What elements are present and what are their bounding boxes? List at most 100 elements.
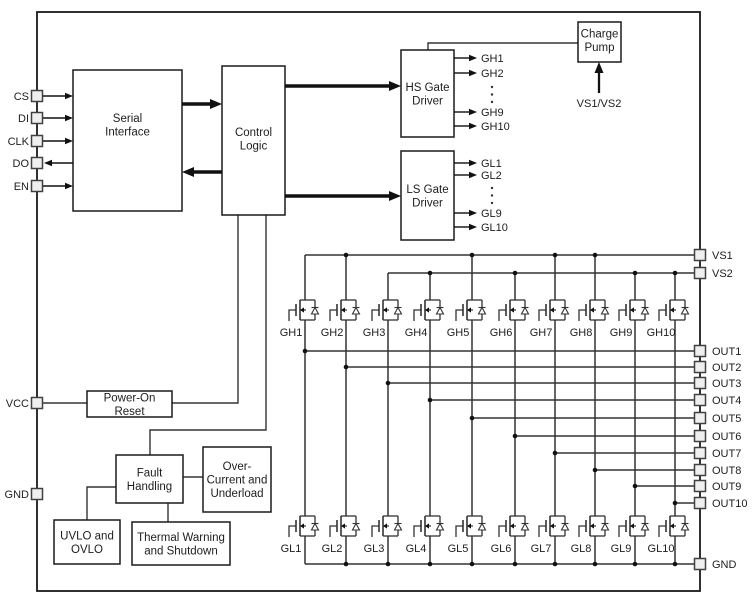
arrow-control-to-serial [182,167,222,177]
fet-label-gl9: GL9 [611,543,632,555]
pin-label-out5: OUT5 [712,413,741,425]
junction-dot [427,397,433,403]
pin-label-di: DI [18,113,29,125]
arrow-en [43,182,73,190]
fet-label-gl4: GL4 [406,543,427,555]
ic-boundary [36,11,701,592]
body-diode [600,522,610,531]
fet-label-gl10: GL10 [648,543,675,555]
fet-gh3: GH3 [363,299,403,339]
wire-por-to-control-logic [172,215,239,404]
body-arrow [670,307,674,313]
junction-dot [552,561,558,567]
body-diode [351,522,361,531]
gate-lead [578,309,586,321]
fet-label-gh1: GH1 [280,327,303,339]
vertical-ellipsis-dot [490,201,494,205]
body-diode [560,306,570,315]
pin-label-out3: OUT3 [712,378,741,390]
arrow-do [44,159,73,167]
wire-fault-to-uvlo [86,486,116,520]
body-diode [435,306,445,315]
pin-label-vcc: VCC [6,398,29,410]
fet-gl2: GL2 [322,515,361,555]
block-box-over-current-underload [202,446,272,513]
junction-dot [592,252,598,258]
body-arrow [300,307,304,313]
junction-dot [672,561,678,567]
fet-gl3: GL3 [364,515,403,555]
pin-clk-left [30,134,44,148]
arrow-driver-output-gl2 [454,171,477,179]
fet-label-gh3: GH3 [363,327,386,339]
gate-lead [658,525,666,537]
junction-dot [552,252,558,258]
arrow-driver-output-gl10 [454,223,477,231]
junction-dot [512,433,518,439]
fet-label-gh2: GH2 [321,327,344,339]
block-box-charge-pump [577,21,622,63]
arrow-control-to-ls-driver [285,191,401,201]
fet-gh9: GH9 [610,299,650,339]
arrow-control-to-hs-driver [285,81,401,91]
body-diode [310,522,320,531]
gate-lead [618,309,626,321]
pin-out5-right [693,411,707,425]
junction-dot [343,252,349,258]
gate-lead [288,525,296,537]
vertical-ellipsis-dot [490,194,494,197]
junction-dot [592,561,598,567]
pin-out3-right [693,376,707,390]
body-diode [640,306,650,315]
pin-vcc-left [30,396,44,410]
fet-gh10: GH10 [647,299,690,339]
body-arrow [670,523,674,529]
body-diode [520,522,530,531]
fet-label-gl7: GL7 [531,543,552,555]
fet-label-gl6: GL6 [491,543,512,555]
body-arrow [341,307,345,313]
junction-dot [592,467,598,473]
fet-label-gh4: GH4 [405,327,428,339]
junction-dot [427,561,433,567]
junction-dot [469,415,475,421]
pin-out10-right [693,496,707,510]
body-arrow [630,523,634,529]
gate-lead [498,309,506,321]
pin-cs-left [30,89,44,103]
fet-gl6: GL6 [491,515,530,555]
block-box-uvlo-ovlo [53,519,121,565]
pin-out4-right [693,393,707,407]
driver-output-label-gl1: GL1 [481,158,502,170]
body-arrow [383,523,387,529]
pin-en-left [30,179,44,193]
body-arrow [425,523,429,529]
gate-lead [371,525,379,537]
block-box-hs-gate-driver [400,49,455,138]
body-arrow [550,307,554,313]
fet-gl1: GL1 [281,515,320,555]
pin-label-vs1: VS1 [712,250,733,262]
gate-lead [288,309,296,321]
gate-lead [413,309,421,321]
body-arrow [467,307,471,313]
arrow-driver-output-gl1 [454,159,477,167]
body-diode [351,306,361,315]
gate-lead [618,525,626,537]
driver-output-label-gh9: GH9 [481,107,504,119]
body-diode [393,522,403,531]
wire-hs-driver-to-charge-pump [427,42,578,50]
fet-gh1: GH1 [280,299,320,339]
fet-gh5: GH5 [447,299,487,339]
fet-label-gl2: GL2 [322,543,343,555]
driver-output-label-gh2: GH2 [481,68,504,80]
pin-out2-right [693,360,707,374]
